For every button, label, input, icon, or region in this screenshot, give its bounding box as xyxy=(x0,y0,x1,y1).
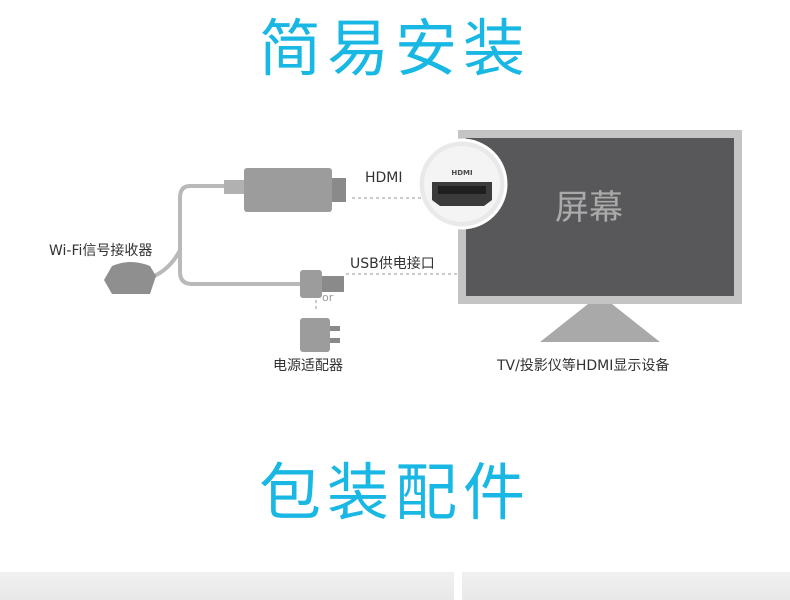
wifi-receiver-icon xyxy=(104,262,156,294)
hdmi-logo: HDMI xyxy=(451,169,472,177)
usb-label: USB供电接口 xyxy=(350,256,435,272)
power-adapter-icon xyxy=(300,318,340,352)
install-title: 简易安装 xyxy=(258,12,531,85)
accessory-photo-right xyxy=(462,572,790,600)
hdmi-label: HDMI xyxy=(365,170,403,186)
hdmi-port-icon: HDMI xyxy=(416,138,508,230)
dongle-icon xyxy=(224,168,346,212)
usb-cable xyxy=(178,184,300,286)
usb-plug-icon xyxy=(300,270,344,298)
or-label: or xyxy=(322,291,334,304)
adapter-label: 电源适配器 xyxy=(273,358,343,374)
device-label: TV/投影仪等HDMI显示设备 xyxy=(497,358,670,374)
tv-icon xyxy=(458,130,742,342)
accessory-photo-left xyxy=(0,572,454,600)
receiver-label: Wi-Fi信号接收器 xyxy=(49,243,153,259)
tv-stand xyxy=(540,304,660,342)
accessories-title: 包装配件 xyxy=(258,456,531,529)
tv-screen xyxy=(466,138,734,296)
screen-label: 屏幕 xyxy=(555,188,623,228)
